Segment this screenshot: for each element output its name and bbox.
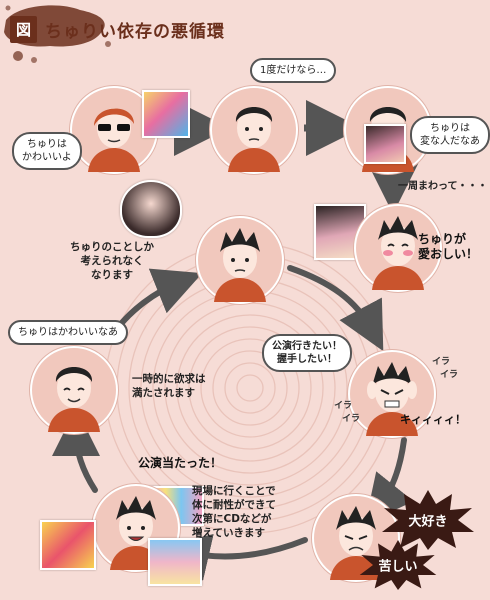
stage-photo-bottom (148, 538, 202, 586)
think-caption: ちゅりのことしか 考えられなく なります (70, 240, 154, 282)
think-line1: ちゅりのことしか (70, 241, 154, 253)
title-block: 図 ちゅりい依存の悪循環 (10, 14, 225, 44)
ira-sound-right: イラ イラ (432, 354, 458, 380)
ira-right-line2: イラ (440, 370, 459, 380)
pain-burst-text: 苦しい (378, 559, 418, 575)
round-label: 一周まわって・・・ (398, 181, 488, 192)
person-curious-icon (228, 107, 280, 172)
figure-badge: 図 (10, 15, 38, 43)
once-speech-bubble: 1度だけなら… (250, 58, 337, 83)
kiii-label: キィィィィ！ (400, 413, 466, 426)
love-burst-text: 大好き (408, 514, 448, 530)
ira-left-line1: イラ (334, 401, 353, 411)
node-frustrated (348, 350, 436, 438)
person-thinking-icon (214, 228, 266, 302)
tolerance-line3: 次第にCDなどが (192, 513, 272, 525)
node-thinking (196, 216, 284, 304)
ira-right-line1: イラ (432, 357, 451, 367)
person-blushing-icon (372, 216, 424, 290)
odd-speech-line2: 変な人だなあ (420, 136, 480, 147)
lovely-line2: 愛おしい！ (418, 247, 479, 261)
burst-shape-icon (359, 540, 437, 590)
odd-speech-bubble: ちゅりは 変な人だなあ (410, 116, 490, 154)
friend-sunglasses-icon (88, 108, 140, 172)
heart-photo (120, 180, 182, 238)
love-burst: 大好き (380, 488, 476, 552)
lovely-label: ちゅりが 愛おしい！ (418, 232, 478, 262)
lovely-line1: ちゅりが (418, 232, 467, 246)
cute-speech-bubble: ちゅりはかわいいなあ (8, 320, 128, 345)
tolerance-line2: 体に耐性ができて (192, 499, 276, 511)
satisfied-caption: 一時的に欲求は 満たされます (132, 372, 206, 400)
friend-speech-bubble: ちゅりは かわいいよ (12, 132, 82, 170)
burst-shape-icon (382, 490, 474, 550)
pain-burst: 苦しい (358, 538, 438, 592)
node-curious (210, 86, 298, 174)
ira-left-line2: イラ (342, 414, 361, 424)
want-speech-bubble: 公演行きたい！ 握手したい！ (262, 334, 352, 372)
person-satisfied-icon (48, 367, 100, 432)
tolerance-line4: 増えていきます (192, 527, 265, 539)
friend-speech-line2: かわいいよ (22, 152, 72, 163)
node-lovely (354, 204, 442, 292)
odd-speech-line1: ちゅりは (430, 123, 470, 134)
think-line3: なります (91, 269, 133, 281)
tolerance-line1: 現場に行くことで (192, 485, 276, 497)
page-title: ちゅりい依存の悪循環 (45, 21, 226, 42)
want-speech-line1: 公演行きたい！ (272, 341, 342, 352)
friend-speech-line1: ちゅりは (26, 139, 67, 150)
won-label: 公演当たった！ (138, 456, 223, 470)
person-frustrated-icon (366, 362, 418, 436)
idol-photo-odd (364, 124, 406, 164)
satisfied-line1: 一時的に欲求は (132, 373, 206, 385)
tolerance-caption: 現場に行くことで 体に耐性ができて 次第にCDなどが 増えていきます (192, 484, 276, 540)
node-satisfied (30, 346, 118, 434)
think-line2: 考えられなく (80, 255, 144, 267)
satisfied-line2: 満たされます (132, 387, 195, 399)
poster-photo (142, 90, 190, 138)
ira-sound-left: イラ イラ (334, 398, 360, 424)
want-speech-line2: 握手したい！ (277, 354, 337, 365)
cd-photo (40, 520, 96, 570)
